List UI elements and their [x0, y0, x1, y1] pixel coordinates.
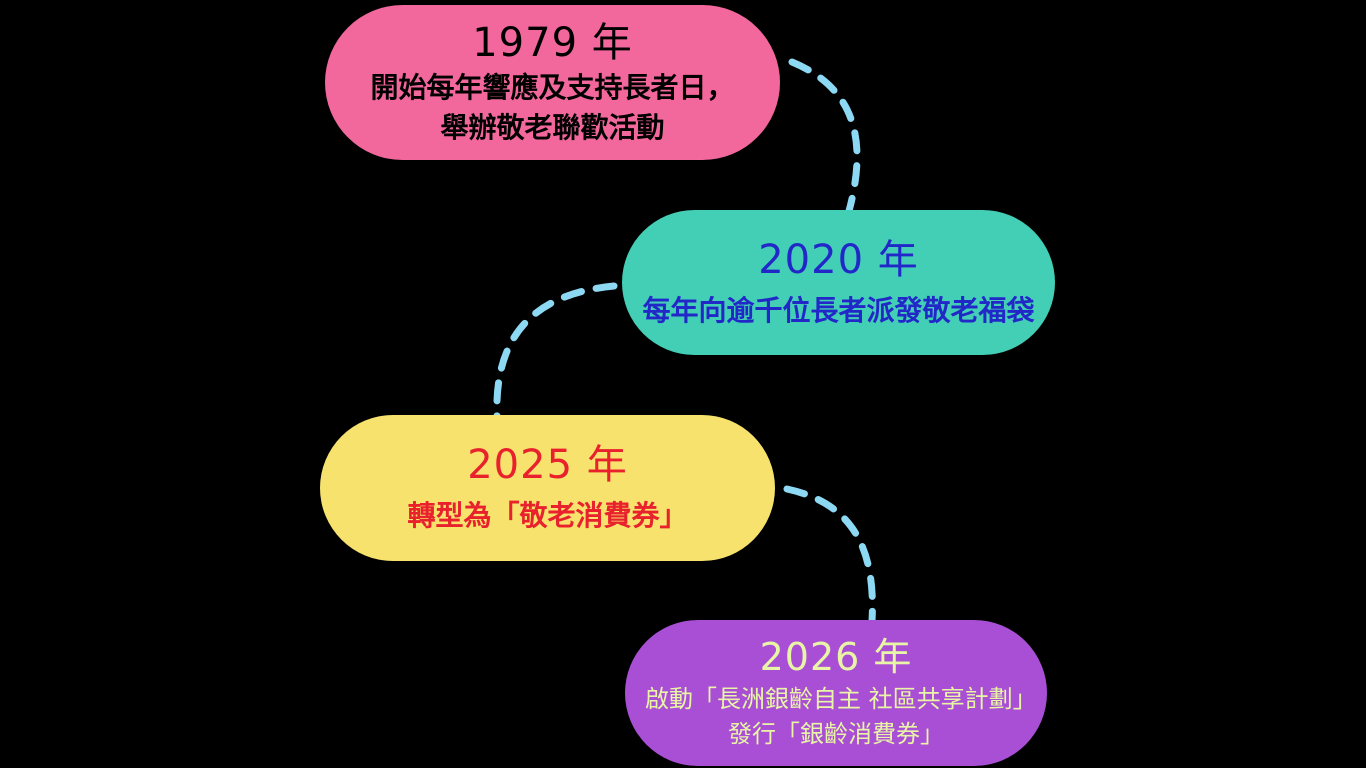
bubble-text-line: 舉辦敬老聯歡活動 [440, 110, 665, 144]
bubble-text-line: 發行「銀齡消費券」 [728, 719, 944, 748]
year-label: 1979 年 [472, 20, 633, 67]
timeline-bubble-2020: 2020 年 每年向逾千位長者派發敬老福袋 [622, 210, 1055, 355]
connector-2025-to-2026 [783, 485, 876, 625]
bubble-text-line: 開始每年響應及支持長者日， [370, 71, 735, 105]
bubble-text-line: 轉型為「敬老消費券」 [407, 499, 688, 533]
timeline-bubble-1979: 1979 年 開始每年響應及支持長者日， 舉辦敬老聯歡活動 [325, 5, 780, 160]
connector-2020-to-2025 [493, 282, 618, 420]
bubble-text-line: 啟動「長洲銀齡自主 社區共享計劃」 [645, 684, 1037, 713]
timeline-bubble-2026: 2026 年 啟動「長洲銀齡自主 社區共享計劃」 發行「銀齡消費券」 [625, 620, 1047, 766]
year-label: 2025 年 [467, 442, 628, 489]
connector-1979-to-2020 [788, 58, 861, 215]
timeline-bubble-2025: 2025 年 轉型為「敬老消費券」 [320, 415, 775, 561]
bubble-text-line: 每年向逾千位長者派發敬老福袋 [642, 293, 1035, 327]
year-label: 2026 年 [759, 635, 913, 680]
year-label: 2020 年 [758, 236, 919, 283]
